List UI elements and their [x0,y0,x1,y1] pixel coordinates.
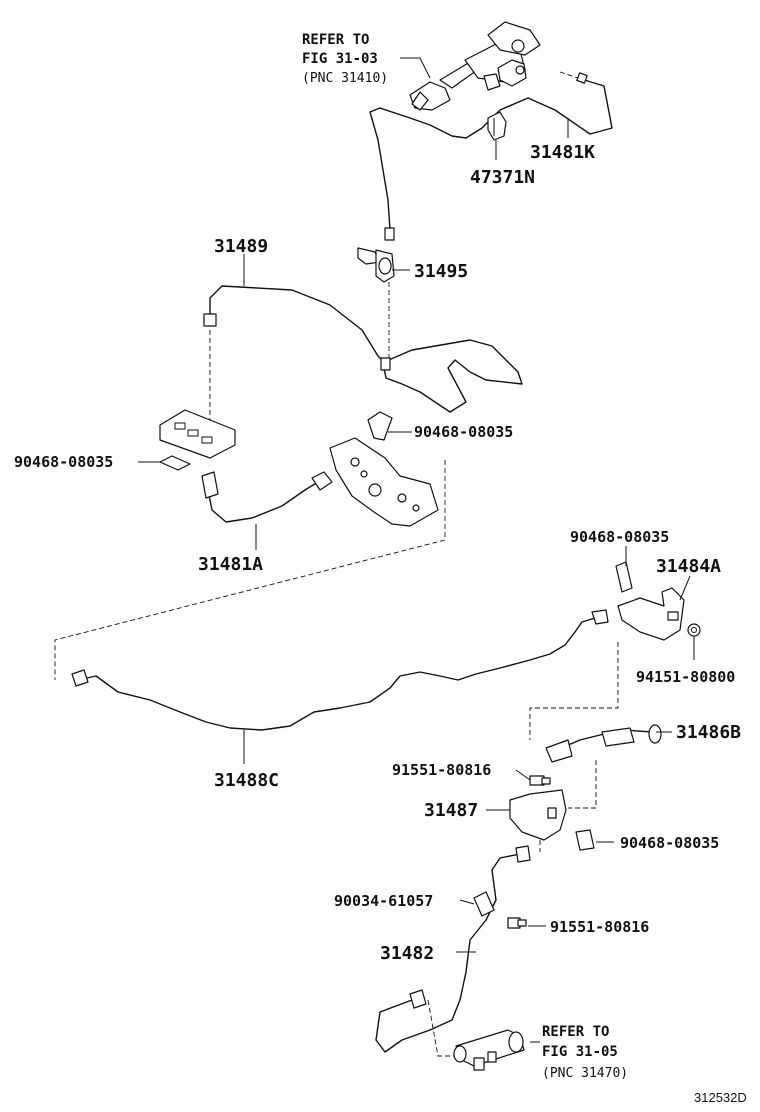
pipe-31489 [203,285,523,413]
pipe-31481K [369,71,613,241]
label-31487: 31487 [424,800,478,821]
label-90034: 90034-61057 [334,892,433,910]
refer-top-line1: REFER TO [302,32,369,48]
clamp-47371N [487,111,507,141]
release-cylinder [453,1029,525,1071]
bolt-91551-a [529,775,551,786]
label-31484A: 31484A [656,556,721,577]
label-31489: 31489 [214,236,268,257]
label-94151: 94151-80800 [636,668,735,686]
refer-top-line3: (PNC 31410) [302,71,388,86]
label-31481A: 31481A [198,554,263,575]
label-31481K: 31481K [530,142,595,163]
clip-90468-a [159,455,191,471]
bracket-main [329,437,439,527]
label-90468-a: 90468-08035 [14,453,113,471]
nut-94151 [687,623,701,637]
pipe-31482 [375,845,531,1053]
label-31482: 31482 [380,943,434,964]
refer-bottom-line3: (PNC 31470) [542,1066,628,1081]
label-31486B: 31486B [676,722,741,743]
pipe-31488C [71,609,609,731]
hose-31481A [201,471,333,523]
figure-id: 312532D [694,1090,747,1105]
refer-top-line2: FIG 31-03 [302,51,378,67]
union-31495 [357,247,395,283]
clamp-90034 [473,891,495,917]
label-91551-a: 91551-80816 [392,761,491,779]
bracket-plate [159,409,236,459]
hose-31486B [545,724,662,763]
clip-90468-b [367,411,393,441]
label-90468-b: 90468-08035 [414,423,513,441]
bracket-31484A [615,561,685,641]
label-90468-d: 90468-08035 [620,834,719,852]
refer-bottom-line2: FIG 31-05 [542,1044,618,1060]
bolt-91551-b [507,917,527,929]
label-31488C: 31488C [214,770,279,791]
label-31495: 31495 [414,261,468,282]
clip-90468-d [575,829,595,851]
label-47371N: 47371N [470,167,535,188]
refer-bottom-line1: REFER TO [542,1024,609,1040]
bracket-31487 [509,789,567,841]
label-91551-b: 91551-80816 [550,918,649,936]
label-90468-c: 90468-08035 [570,528,669,546]
leader-lines [138,57,695,1043]
master-cylinder-drawing [409,21,541,111]
